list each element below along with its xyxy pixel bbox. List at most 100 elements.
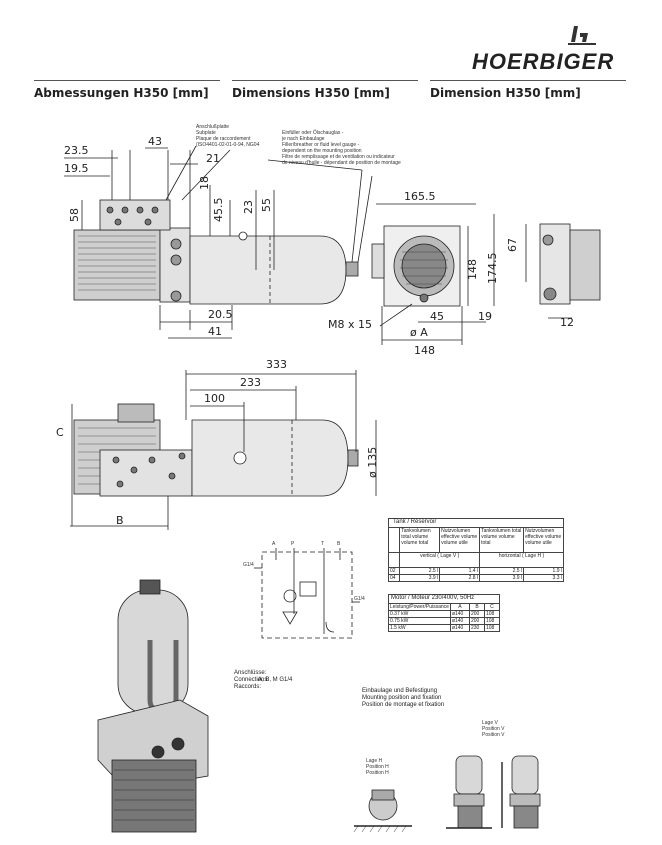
tank-cell: 2.5 l xyxy=(479,567,525,575)
table-row: 1.5 kW ø140 230 108 xyxy=(388,624,501,632)
tank-cell: 04 xyxy=(387,574,401,582)
dim-100: 100 xyxy=(204,392,225,405)
connections-value: A, B, M G1/4 xyxy=(258,677,293,683)
tank-cell: 3.9 l xyxy=(479,574,525,582)
motor-cell: 200 xyxy=(468,617,485,625)
table-row: 0.75 kW ø140 200 108 xyxy=(388,617,501,625)
position-v-line: Position V xyxy=(482,726,505,732)
dim-phi-a: ø A xyxy=(410,326,428,339)
subplate-note: Anschlußplatte Subplate Plaque de raccor… xyxy=(196,124,259,148)
header-rule-fr xyxy=(430,80,626,81)
dim-333: 333 xyxy=(266,358,287,371)
position-h-line: Position H xyxy=(366,764,389,770)
subplate-note-line: Subplate xyxy=(196,130,216,136)
position-h-line: Position H xyxy=(366,770,389,776)
tank-sub-blank xyxy=(387,552,401,568)
dim-19: 19 xyxy=(478,310,492,323)
motor-cell: 0.37 kW xyxy=(388,610,451,618)
dim-23-5: 23.5 xyxy=(64,144,89,157)
dim-165-5: 165.5 xyxy=(404,190,436,203)
mounting-title-line: Einbaulage und Befestigung xyxy=(362,688,438,694)
end-view xyxy=(371,203,495,345)
dim-43: 43 xyxy=(148,135,162,148)
dim-20-5: 20.5 xyxy=(208,308,233,321)
subplate-note-line: Plaque de raccordement xyxy=(196,136,251,142)
tank-cell: 2.8 l xyxy=(439,574,481,582)
brand-logo-text: HOERBIGER xyxy=(472,49,615,74)
mounting-figures xyxy=(353,755,541,833)
schematic-label-p: P xyxy=(291,541,295,547)
motor-head: B xyxy=(468,603,485,611)
position-h-label: Lage H Position H Position H xyxy=(366,758,389,776)
header-rule-de xyxy=(34,80,220,81)
dim-m8x15: M8 x 15 xyxy=(328,318,372,331)
side-view-middle xyxy=(70,370,377,530)
dim-23: 23 xyxy=(242,200,255,214)
tank-table: Tank / Réservoir Tankvolumen total volum… xyxy=(387,518,564,582)
connections-labels: Anschlüsse: Connections: Raccords: xyxy=(234,670,269,691)
motor-cell: 0.75 kW xyxy=(388,617,451,625)
motor-cell: 1.5 kW xyxy=(388,624,451,632)
filler-note-line: je nach Einbaulage xyxy=(282,136,325,142)
connections-label: Raccords: xyxy=(234,684,262,690)
schematic-label-g14-left: G1/4 xyxy=(243,562,254,568)
header-rule-en xyxy=(232,80,418,81)
motor-cell: 200 xyxy=(468,610,485,618)
filler-note-line: dependent on the mounting position xyxy=(282,148,362,154)
dim-148-horizontal: 148 xyxy=(414,344,435,357)
motor-table-title: Motor / Moteur 230/400V, 50Hz xyxy=(388,594,500,603)
product-photo xyxy=(97,579,209,833)
table-row: 04 3.9 l 2.8 l 3.9 l 3.3 l xyxy=(387,574,564,582)
motor-head: Leistung/Power/Puissance xyxy=(388,603,451,611)
dim-67: 67 xyxy=(506,238,519,252)
tank-head: Nutzvolumen effective volume volume util… xyxy=(439,527,481,553)
filler-note-line: Einfüller oder Ölschauglas - xyxy=(282,130,344,136)
connections-label: Anschlüsse: xyxy=(234,670,267,676)
motor-cell: ø140 xyxy=(449,610,470,618)
subplate-note-line: Anschlußplatte xyxy=(196,124,230,130)
header-title-en: Dimensions H350 [mm] xyxy=(232,86,390,100)
dim-b: B xyxy=(116,514,124,527)
tank-head: Tankvolumen total volume volume total xyxy=(479,527,525,553)
dim-phi-135: ø 135 xyxy=(366,446,379,478)
tank-head: Nutzvolumen effective volume volume util… xyxy=(523,527,564,553)
dim-58: 58 xyxy=(68,208,81,222)
motor-cell: ø140 xyxy=(449,624,470,632)
tank-table-title: Tank / Réservoir xyxy=(388,518,564,527)
motor-cell: ø140 xyxy=(449,617,470,625)
tank-cell: 2.5 l xyxy=(399,567,441,575)
mounting-title: Einbaulage und Befestigung Mounting posi… xyxy=(362,688,444,709)
dim-21: 21 xyxy=(206,152,220,165)
tank-sub-horizontal: horizontal ( Lage H ) xyxy=(479,552,564,568)
dim-174-5: 174.5 xyxy=(486,252,499,285)
dim-18: 18 xyxy=(198,176,211,190)
tank-cell: 1.9 l xyxy=(523,567,564,575)
connections-label: Connections: xyxy=(234,677,270,683)
tank-cell: 1.4 l xyxy=(439,567,481,575)
table-row: 0.37 kW ø140 200 108 xyxy=(388,610,501,618)
subplate-note-line: (ISO4401-02-01-0-94, NG04 xyxy=(196,142,260,148)
dim-45-5: 45.5 xyxy=(212,197,225,223)
header-title-fr: Dimension H350 [mm] xyxy=(430,86,581,100)
motor-head: A xyxy=(449,603,470,611)
dim-c: C xyxy=(56,426,64,439)
hydraulic-schematic xyxy=(254,548,360,639)
filler-note-line: Filtre de remplissage et de ventilation … xyxy=(282,154,395,160)
filler-note: Einfüller oder Ölschauglas - je nach Ein… xyxy=(282,130,401,166)
dim-148-vertical: 148 xyxy=(466,259,479,280)
schematic-label-g14-right: G1/4 xyxy=(354,596,365,602)
position-h-line: Lage H xyxy=(366,758,383,764)
hoerbiger-logo-mark-icon xyxy=(568,26,596,45)
motor-cell: 108 xyxy=(483,624,501,632)
filler-note-line: de niveau d'huile - dépendant de positio… xyxy=(282,160,401,166)
motor-cell: 108 xyxy=(483,610,501,618)
table-row: 02 2.5 l 1.4 l 2.5 l 1.9 l xyxy=(387,567,564,575)
dim-45: 45 xyxy=(430,310,444,323)
motor-cell: 108 xyxy=(483,617,501,625)
dim-233: 233 xyxy=(240,376,261,389)
tank-head-blank xyxy=(387,527,401,553)
mounting-title-line: Position de montage et fixation xyxy=(362,702,445,708)
right-view xyxy=(525,223,601,319)
schematic-label-t: T xyxy=(321,541,325,547)
